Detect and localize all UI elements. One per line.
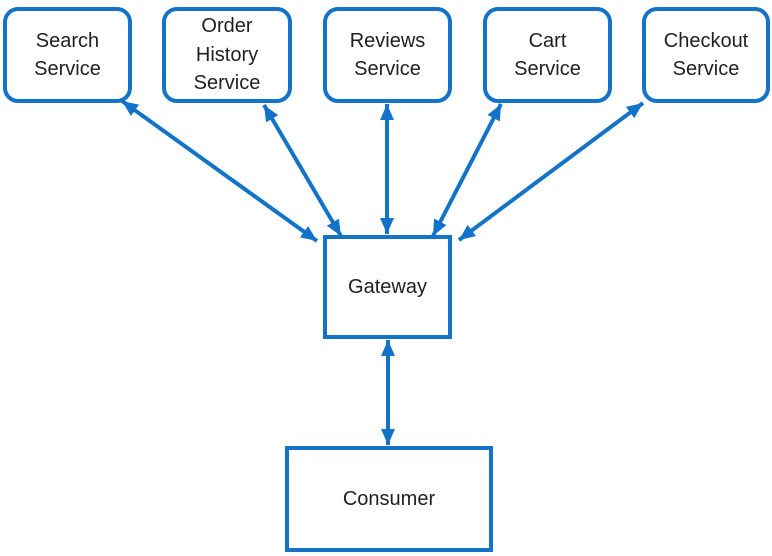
- node-checkout-service: Checkout Service: [642, 7, 770, 103]
- node-consumer: Consumer: [285, 446, 493, 552]
- node-search-service: Search Service: [3, 7, 132, 103]
- node-gateway: Gateway: [323, 235, 452, 339]
- node-label: Order History Service: [193, 15, 261, 95]
- node-label: Consumer: [342, 487, 436, 510]
- node-label: Checkout Service: [663, 29, 749, 80]
- edge-order-history-gateway: [262, 103, 343, 238]
- edge-search-gateway: [120, 99, 319, 243]
- node-label: Search Service: [34, 29, 101, 80]
- node-label: Gateway: [348, 275, 427, 298]
- node-order-history-service: Order History Service: [162, 7, 292, 103]
- node-cart-service: Cart Service: [483, 7, 612, 103]
- node-label: Cart Service: [514, 29, 581, 80]
- node-label: Reviews Service: [349, 29, 426, 80]
- edge-checkout-gateway: [457, 101, 645, 242]
- node-reviews-service: Reviews Service: [323, 7, 452, 103]
